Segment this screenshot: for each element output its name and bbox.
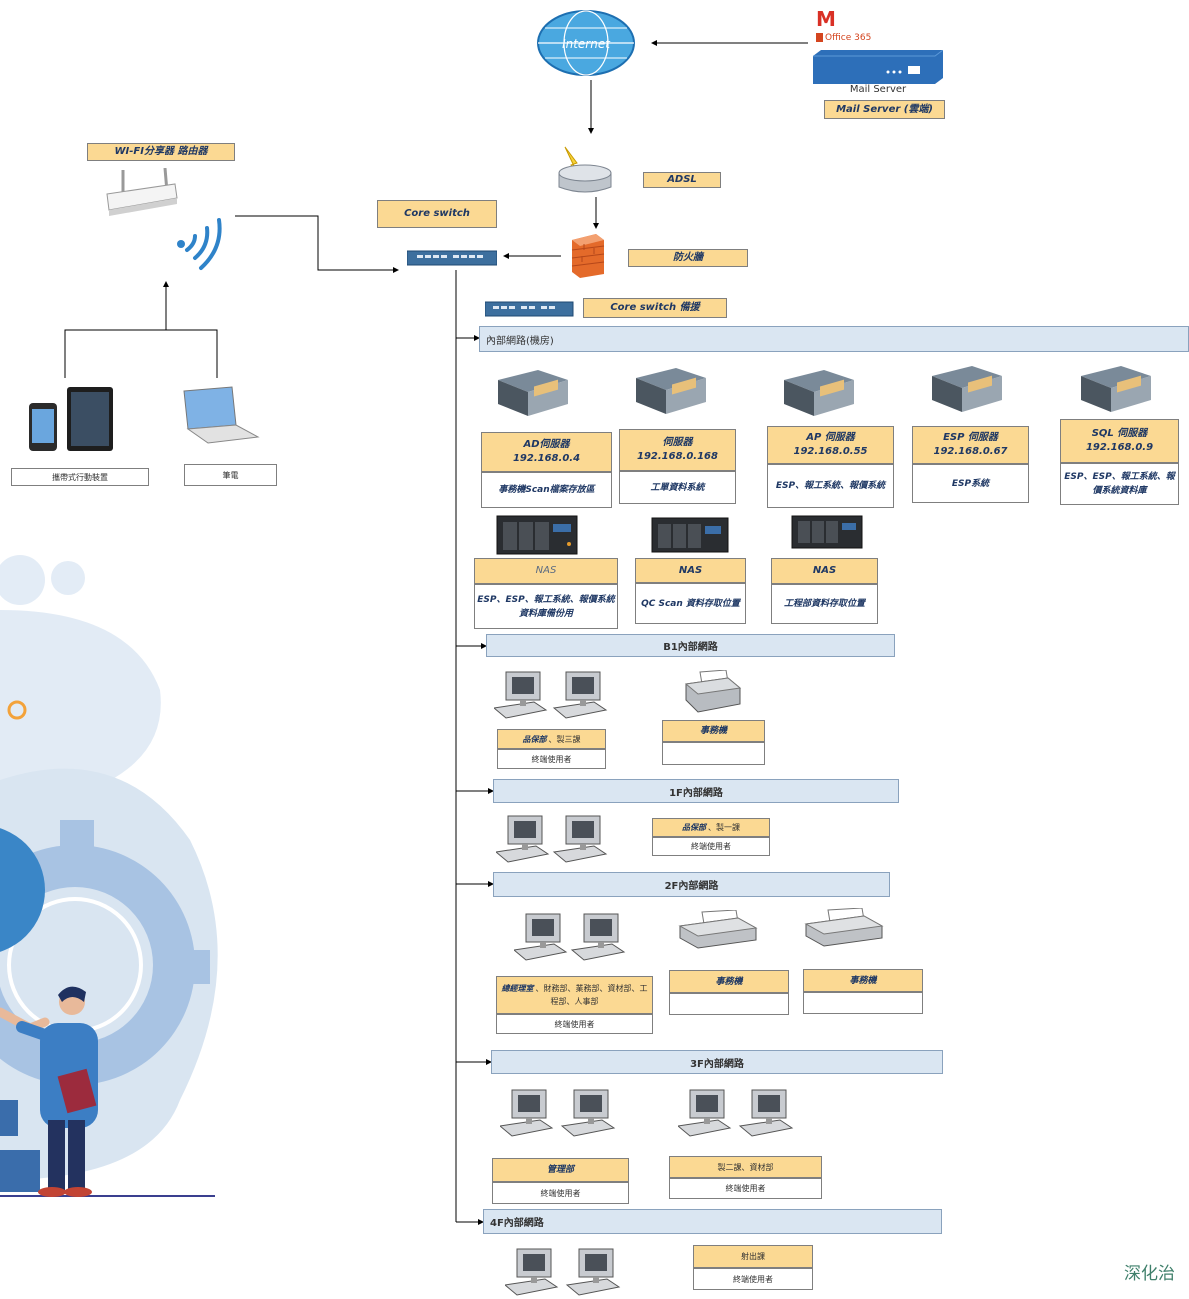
server-ip-text: 192.168.0.55 xyxy=(793,446,868,457)
nas1-title: NAS xyxy=(474,558,618,584)
server-ad-desc: 事務機Scan檔案存放區 xyxy=(481,472,612,508)
gmail-icon: M xyxy=(816,7,836,31)
notebook-icon xyxy=(183,386,260,444)
4f-users-label: 終端使用者 xyxy=(693,1268,813,1290)
2f-printer1-box xyxy=(669,993,789,1015)
server-title-text: ESP 伺服器 xyxy=(943,432,998,443)
server-title-text: AD伺服器 xyxy=(523,439,570,450)
core-switch-backup-icon xyxy=(485,301,574,317)
mobile-devices-icon xyxy=(29,387,113,451)
3f-workstations-group1-icon xyxy=(500,1089,616,1137)
server-rack-icon xyxy=(928,364,1006,418)
adsl-label: ADSL xyxy=(643,172,721,188)
1f-workstations-icon xyxy=(496,815,608,863)
server-rack-icon xyxy=(632,366,710,420)
mail-server-label: Mail Server (雲端) xyxy=(824,100,945,119)
server-esp-desc: ESP系統 xyxy=(912,464,1029,503)
2f-network-bar: 2F內部網路 xyxy=(493,872,890,897)
b1-printer-label: 事務機 xyxy=(662,720,765,742)
office365-logo: Office 365 xyxy=(816,31,886,45)
b1-network-bar: B1內部網路 xyxy=(486,634,895,657)
b1-printer-icon xyxy=(684,670,742,713)
internet-globe-icon: Internet xyxy=(537,10,635,76)
3f-users2-label: 終端使用者 xyxy=(669,1178,822,1199)
server-ip-text: 192.168.0.67 xyxy=(933,446,1008,457)
server-esp-title: ESP 伺服器 192.168.0.67 xyxy=(912,426,1029,464)
2f-printer2-box xyxy=(803,992,923,1014)
adsl-modem-icon xyxy=(558,146,612,193)
server-rack-icon xyxy=(1077,364,1155,418)
3f-dept1-label: 管理部 xyxy=(492,1158,629,1182)
firewall-label: 防火牆 xyxy=(628,249,748,267)
wifi-router-label: WI-FI分享器 路由器 xyxy=(87,143,235,161)
dept-name-rest: 、製一課 xyxy=(708,823,740,832)
corner-caption: 深化治 xyxy=(1124,1264,1175,1284)
server-sql-title: SQL 伺服器 192.168.0.9 xyxy=(1060,419,1179,463)
core-switch-icon xyxy=(407,250,497,266)
2f-dept-label: 總經理室、財務部、業務部、資材部、工程部、人事部 xyxy=(496,976,653,1014)
b1-printer-box xyxy=(662,742,765,765)
server-title-text: SQL 伺服器 xyxy=(1091,428,1148,439)
4f-workstations-icon xyxy=(505,1248,621,1296)
1f-dept-label: 品保部、製一課 xyxy=(652,818,770,837)
core-switch-backup-label: Core switch 備援 xyxy=(583,298,727,318)
server-ip-text: 192.168.0.9 xyxy=(1085,442,1154,453)
1f-network-bar: 1F內部網路 xyxy=(493,779,899,803)
person-gear-illustration xyxy=(0,555,218,1220)
notebook-label: 筆電 xyxy=(184,464,277,486)
nas1-desc: ESP、ESP、報工系統、報價系統資料庫備份用 xyxy=(474,584,618,629)
2f-users-label: 終端使用者 xyxy=(496,1014,653,1034)
1f-users-label: 終端使用者 xyxy=(652,837,770,856)
internet-text: Internet xyxy=(562,37,611,51)
3f-network-bar: 3F內部網路 xyxy=(491,1050,943,1074)
nas2-title: NAS xyxy=(635,558,746,583)
office365-text: Office 365 xyxy=(825,33,872,43)
4f-network-bar: 4F內部網路 xyxy=(483,1209,942,1234)
server-ip-text: 192.168.0.4 xyxy=(512,453,581,464)
internal-network-room-bar: 內部網路(機房) xyxy=(479,326,1189,352)
2f-printer2-label: 事務機 xyxy=(803,969,923,992)
server-title-text: 伺服器 xyxy=(662,437,693,448)
server-ap-title: AP 伺服器 192.168.0.55 xyxy=(767,426,894,464)
server-ip-text: 192.168.0.168 xyxy=(637,451,718,462)
server-workorder-title: 伺服器 192.168.0.168 xyxy=(619,429,736,471)
2f-printer2-icon xyxy=(804,908,884,947)
b1-dept-label: 品保部、製三課 xyxy=(497,729,606,749)
4f-dept-label: 射出課 xyxy=(693,1245,813,1268)
nas-device-icon xyxy=(651,517,729,553)
mail-server-box-icon xyxy=(813,50,943,84)
dept-name-bold: 總經理室 xyxy=(501,984,534,993)
2f-printer1-icon xyxy=(678,910,758,949)
2f-printer1-label: 事務機 xyxy=(669,970,789,993)
dept-name-bold: 品保部 xyxy=(522,734,547,744)
3f-dept2-label: 製二課、資材部 xyxy=(669,1156,822,1178)
dept-name-rest: 、財務部、業務部、資材部、工程部、人事部 xyxy=(535,984,648,1006)
wifi-router-icon xyxy=(106,168,222,270)
server-title-text: AP 伺服器 xyxy=(806,432,855,443)
server-workorder-desc: 工單資料系統 xyxy=(619,471,736,504)
nas-device-icon xyxy=(791,515,863,549)
dept-name-rest: 、製三課 xyxy=(548,734,581,744)
nas2-desc: QC Scan 資料存取位置 xyxy=(635,583,746,624)
nas3-desc: 工程部資料存取位置 xyxy=(771,584,878,624)
3f-workstations-group2-icon xyxy=(678,1089,794,1137)
mail-server-text: Mail Server xyxy=(849,84,907,95)
nas3-title: NAS xyxy=(771,558,878,584)
2f-workstations-icon xyxy=(514,913,626,961)
server-rack-icon xyxy=(780,368,858,422)
mobile-devices-label: 攜帶式行動裝置 xyxy=(11,468,149,486)
server-ap-desc: ESP、報工系統、報價系統 xyxy=(767,464,894,508)
3f-users1-label: 終端使用者 xyxy=(492,1182,629,1204)
server-sql-desc: ESP、ESP、報工系統、報價系統資料庫 xyxy=(1060,463,1179,505)
nas-device-icon xyxy=(496,515,578,555)
dept-name-bold: 品保部 xyxy=(682,823,706,832)
server-ad-title: AD伺服器 192.168.0.4 xyxy=(481,432,612,472)
core-switch-label: Core switch xyxy=(377,200,497,228)
firewall-icon xyxy=(571,234,605,278)
server-rack-icon xyxy=(494,368,572,422)
b1-workstations-icon xyxy=(494,671,608,719)
b1-users-label: 終端使用者 xyxy=(497,749,606,769)
